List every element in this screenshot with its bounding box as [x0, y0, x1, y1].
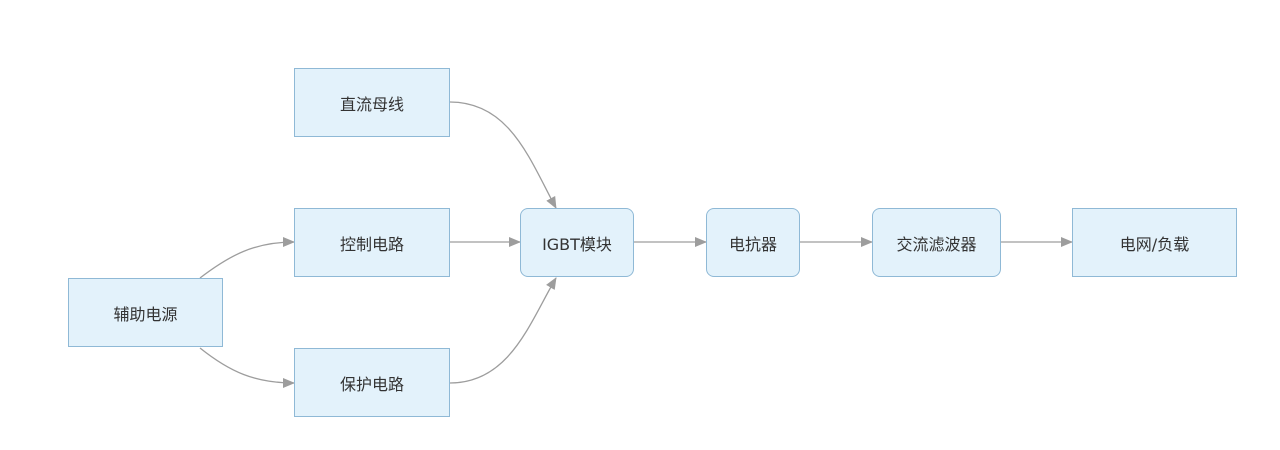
node-igbt-module: IGBT模块: [520, 208, 634, 277]
node-dc-bus: 直流母线: [294, 68, 450, 137]
node-grid-load-label: 电网/负载: [1119, 234, 1190, 254]
node-control-circuit: 控制电路: [294, 208, 450, 277]
edge-aux-power-to-control-circuit: [199, 237, 295, 279]
node-protection-circuit: 保护电路: [294, 348, 450, 417]
edge-protection-circuit-to-igbt: [449, 277, 557, 384]
node-grid-load: 电网/负载: [1072, 208, 1237, 277]
node-igbt-module-label: IGBT模块: [542, 234, 612, 254]
node-dc-bus-label: 直流母线: [339, 94, 404, 114]
node-control-circuit-label: 控制电路: [339, 234, 404, 254]
node-protection-circuit-label: 保护电路: [339, 374, 404, 394]
node-reactor: 电抗器: [706, 208, 800, 277]
edge-dc-bus-to-igbt: [449, 101, 557, 209]
node-reactor-label: 电抗器: [728, 234, 777, 254]
node-aux-power: 辅助电源: [68, 278, 223, 347]
edge-aux-power-to-protection-circuit: [199, 347, 295, 388]
node-ac-filter-label: 交流滤波器: [896, 234, 977, 254]
node-aux-power-label: 辅助电源: [113, 304, 178, 324]
node-ac-filter: 交流滤波器: [872, 208, 1001, 277]
